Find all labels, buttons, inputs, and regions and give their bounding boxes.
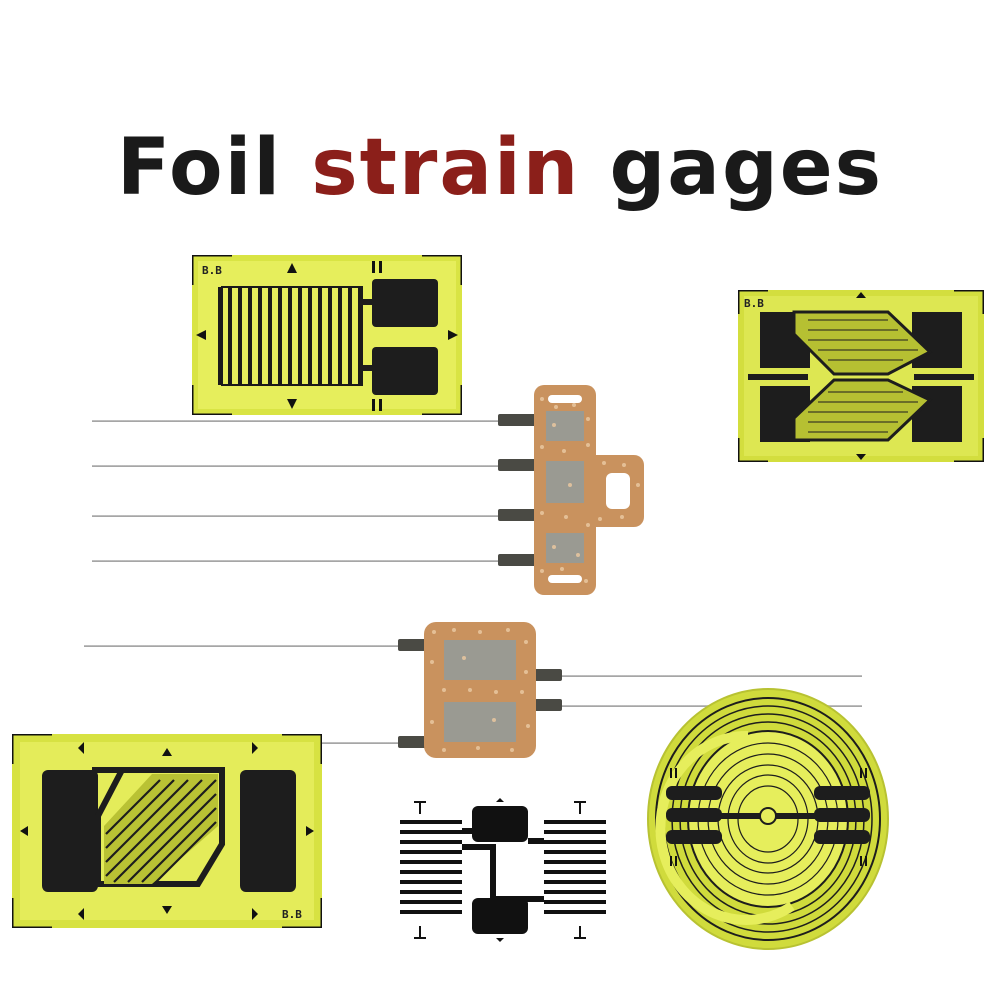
solder-tab: [528, 699, 562, 711]
solder-tab: [498, 554, 538, 566]
title-word-foil: Foil: [116, 123, 283, 213]
encapsulated-half-bridge-gauge: [424, 622, 536, 758]
solder-tab: [498, 459, 538, 471]
circular-diaphragm-gauge: [647, 688, 889, 950]
shear-chevron-gauge: B.B: [738, 290, 984, 462]
title-word-gages: gages: [609, 123, 884, 213]
solder-tab: [398, 639, 430, 651]
solder-tab: [498, 414, 538, 426]
solder-tab: [398, 736, 430, 748]
lead-wire: [320, 742, 404, 744]
foil-pattern-drawing: [400, 798, 606, 942]
linear-foil-gauge: B.B: [192, 255, 462, 415]
brand-mark: B.B: [202, 264, 222, 277]
lead-wire: [92, 465, 502, 467]
title-word-strain: strain: [311, 123, 581, 213]
solder-tab: [528, 669, 562, 681]
lead-wire: [92, 420, 502, 422]
solder-tab: [498, 509, 538, 521]
lead-wire: [92, 560, 502, 562]
brand-mark: B.B: [744, 297, 764, 310]
lead-wire: [84, 645, 404, 647]
diagonal-shear-gauge: B.B: [12, 734, 322, 928]
encapsulated-bridge-gauge: [534, 385, 644, 595]
lead-wire: [92, 515, 502, 517]
page-title: Foil strain gages: [0, 118, 1000, 218]
lead-wire: [560, 675, 862, 677]
brand-mark: B.B: [282, 908, 302, 921]
